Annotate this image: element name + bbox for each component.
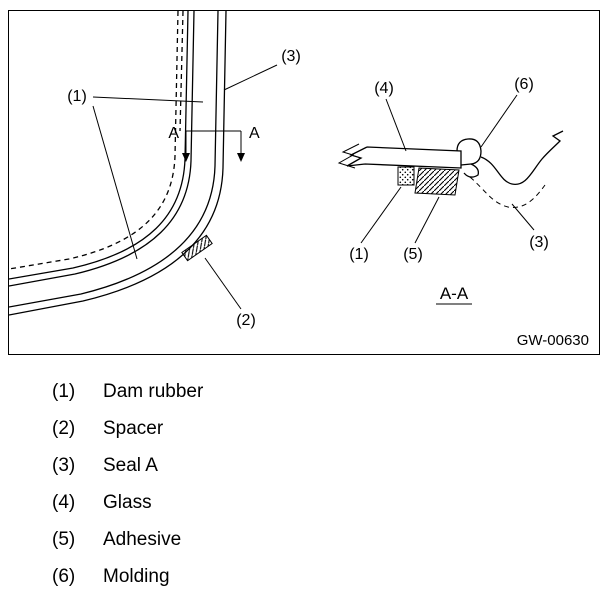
legend-item-label: Molding xyxy=(103,566,170,587)
seal-dashed-line xyxy=(469,176,546,208)
callout-4: (4) xyxy=(374,80,394,97)
figure-code: GW-00630 xyxy=(517,332,589,349)
legend-item-number: (3) xyxy=(52,455,76,476)
leader-2 xyxy=(204,257,242,310)
callout-3-left: (3) xyxy=(281,48,301,65)
callout-3-section: (3) xyxy=(529,234,549,251)
leader-3-left xyxy=(223,64,278,91)
callout-2: (2) xyxy=(236,312,256,329)
leader-1b xyxy=(92,105,138,260)
callout-1-left: (1) xyxy=(67,88,87,105)
adhesive-hatch xyxy=(414,167,460,196)
molding-hook xyxy=(463,163,479,178)
legend-item: (5) Adhesive xyxy=(52,529,608,551)
figure-box: A A (1) (3) (2) xyxy=(8,10,600,355)
leader-4 xyxy=(385,98,407,152)
leader-3-section xyxy=(511,203,535,231)
callout-5: (5) xyxy=(403,246,423,263)
dam-rubber-dashed-line xyxy=(9,11,179,270)
section-cut-line xyxy=(185,130,242,153)
leader-6 xyxy=(480,94,518,148)
callout-1-section: (1) xyxy=(349,246,369,263)
legend-item-number: (5) xyxy=(52,529,76,550)
molding-shape xyxy=(456,138,482,166)
legend-item: (6) Molding xyxy=(52,566,608,588)
legend-item-label: Glass xyxy=(103,492,152,513)
glass-cross-section xyxy=(346,146,462,169)
section-arrow-right xyxy=(237,153,245,162)
section-arrow-left xyxy=(182,153,190,162)
legend-item-label: Dam rubber xyxy=(103,381,204,402)
leader-1a xyxy=(92,96,204,103)
dam-rubber-section xyxy=(397,166,415,186)
legend-item-label: Adhesive xyxy=(103,529,182,550)
dam-rubber-dashed-line-2 xyxy=(179,11,184,132)
legend-item: (3) Seal A xyxy=(52,455,608,477)
section-marker-a-left: A xyxy=(168,125,179,142)
callout-6: (6) xyxy=(514,76,534,93)
body-opening-line xyxy=(9,11,219,308)
legend-item-label: Seal A xyxy=(103,455,158,476)
section-cut-marker: A A xyxy=(168,125,260,162)
glass-edge-line-2 xyxy=(9,11,195,287)
leader-5 xyxy=(414,196,440,244)
legend: (1) Dam rubber (2) Spacer (3) Seal A (4)… xyxy=(52,381,608,588)
cross-section-view: (4) (6) (1) (5) (3) A-A xyxy=(337,76,564,305)
legend-item-number: (4) xyxy=(52,492,76,513)
glass-edge-line xyxy=(9,11,189,280)
molding-lip-line xyxy=(480,130,564,185)
legend-item-number: (6) xyxy=(52,566,76,587)
legend-item: (1) Dam rubber xyxy=(52,381,608,403)
legend-item-number: (1) xyxy=(52,381,76,402)
legend-item-number: (2) xyxy=(52,418,76,439)
section-title: A-A xyxy=(440,284,469,303)
windshield-corner-view: A A (1) (3) (2) xyxy=(9,11,301,329)
figure-diagram: A A (1) (3) (2) xyxy=(9,11,589,349)
section-marker-a-right: A xyxy=(249,125,260,142)
glass-break-line xyxy=(337,143,360,169)
legend-item: (4) Glass xyxy=(52,492,608,514)
legend-item: (2) Spacer xyxy=(52,418,608,440)
legend-item-label: Spacer xyxy=(103,418,164,439)
spacer-hatch xyxy=(181,234,213,262)
leader-1-section xyxy=(360,186,402,244)
